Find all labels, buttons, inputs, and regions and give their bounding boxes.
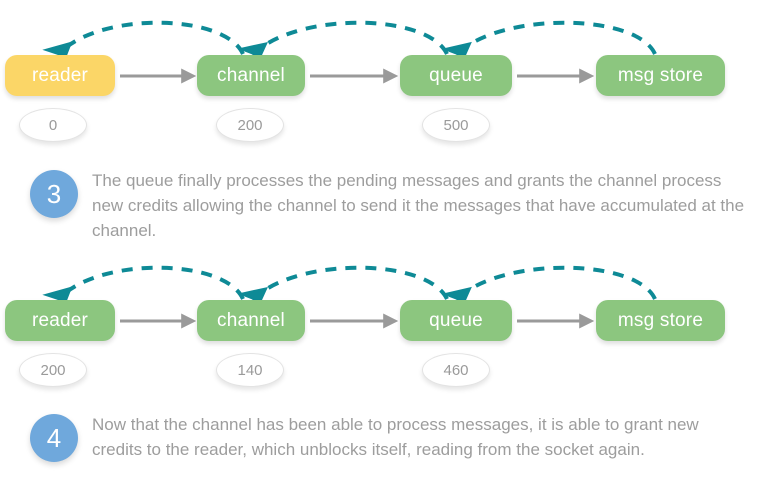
node-queue-label: queue: [429, 65, 483, 86]
node-channel[interactable]: channel: [197, 55, 305, 96]
node-msg-store-label: msg store: [617, 65, 704, 86]
credit-badge-channel: 200: [216, 108, 284, 142]
credit-badge-reader: 0: [19, 108, 87, 142]
credit-badge-channel-value: 200: [237, 116, 263, 134]
credit-badge-queue-value: 500: [443, 116, 469, 134]
node-msg-store[interactable]: msg store: [596, 300, 725, 341]
credit-badge-reader: 200: [19, 353, 87, 387]
step-4-number-circle: 4: [30, 414, 78, 462]
credit-arc-queue-to-channel: [237, 265, 449, 316]
node-queue-label: queue: [429, 310, 483, 331]
node-queue[interactable]: queue: [400, 55, 512, 96]
node-reader-label: reader: [31, 65, 89, 86]
credit-arc-channel-to-reader: [42, 265, 245, 316]
credit-arc-queue-to-channel: [237, 20, 449, 71]
node-channel-label: channel: [217, 65, 285, 86]
credit-badge-queue: 500: [422, 108, 490, 142]
credit-badge-channel-value: 140: [237, 361, 263, 379]
step-3-text: The queue finally processes the pending …: [92, 171, 745, 240]
step-3-number: 3: [46, 178, 62, 209]
credit-badge-queue-value: 460: [443, 361, 469, 379]
step-4-text: Now that the channel has been able to pr…: [92, 415, 699, 459]
credit-badge-queue: 460: [422, 353, 490, 387]
diagram-row-1: reader channel queue msg store 0 200 500: [0, 0, 769, 150]
node-msg-store-label: msg store: [617, 310, 704, 331]
step-4-number: 4: [46, 422, 62, 453]
credit-arc-msgstore-to-queue: [441, 265, 657, 316]
credit-arc-msgstore-to-queue: [441, 20, 657, 71]
credit-badge-reader-value: 200: [40, 361, 66, 379]
credit-arc-channel-to-reader: [42, 20, 245, 71]
credit-badge-channel: 140: [216, 353, 284, 387]
node-channel-label: channel: [217, 310, 285, 331]
node-reader[interactable]: reader: [5, 300, 115, 341]
node-reader[interactable]: reader: [5, 55, 115, 96]
node-channel[interactable]: channel: [197, 300, 305, 341]
node-reader-label: reader: [31, 310, 89, 331]
step-3-number-circle: 3: [30, 170, 78, 218]
diagram-row-2: reader channel queue msg store 200 140 4…: [0, 245, 769, 395]
credit-badge-reader-value: 0: [48, 116, 58, 134]
node-msg-store[interactable]: msg store: [596, 55, 725, 96]
node-queue[interactable]: queue: [400, 300, 512, 341]
